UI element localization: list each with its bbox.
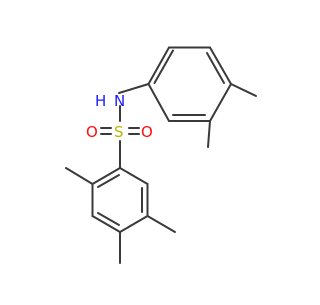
atom-label-layer: H N S O O — [86, 92, 153, 141]
sulfur-label: S — [114, 123, 124, 141]
ring-double-bond — [97, 174, 120, 188]
ring-bond — [147, 46, 170, 85]
ring-double-bond — [206, 52, 225, 84]
ring-double-bond — [97, 212, 120, 226]
ring-bond — [147, 83, 170, 122]
methyl-bond — [65, 167, 94, 185]
methyl-bond — [146, 215, 176, 233]
ring-bond — [91, 167, 121, 185]
ring-bond — [119, 215, 149, 233]
sulfonamide-structure: H N S O O — [65, 46, 257, 264]
methyl-bond — [230, 83, 257, 97]
ring-double-bond — [153, 49, 174, 84]
ring-bond — [119, 167, 149, 185]
oxygen-right-label: O — [141, 123, 153, 141]
aryl-nitrogen-bond — [118, 83, 150, 94]
bond-layer — [65, 46, 257, 264]
ring-bond — [91, 215, 121, 233]
ring-bond — [209, 83, 232, 122]
oxygen-left-label: O — [86, 123, 98, 141]
amine-nitrogen-label: N — [114, 92, 125, 110]
structure-canvas: H N S O O — [65, 46, 257, 264]
amine-hydrogen-label: H — [95, 92, 106, 110]
methyl-bond — [207, 120, 211, 148]
ring-bond — [209, 46, 232, 85]
